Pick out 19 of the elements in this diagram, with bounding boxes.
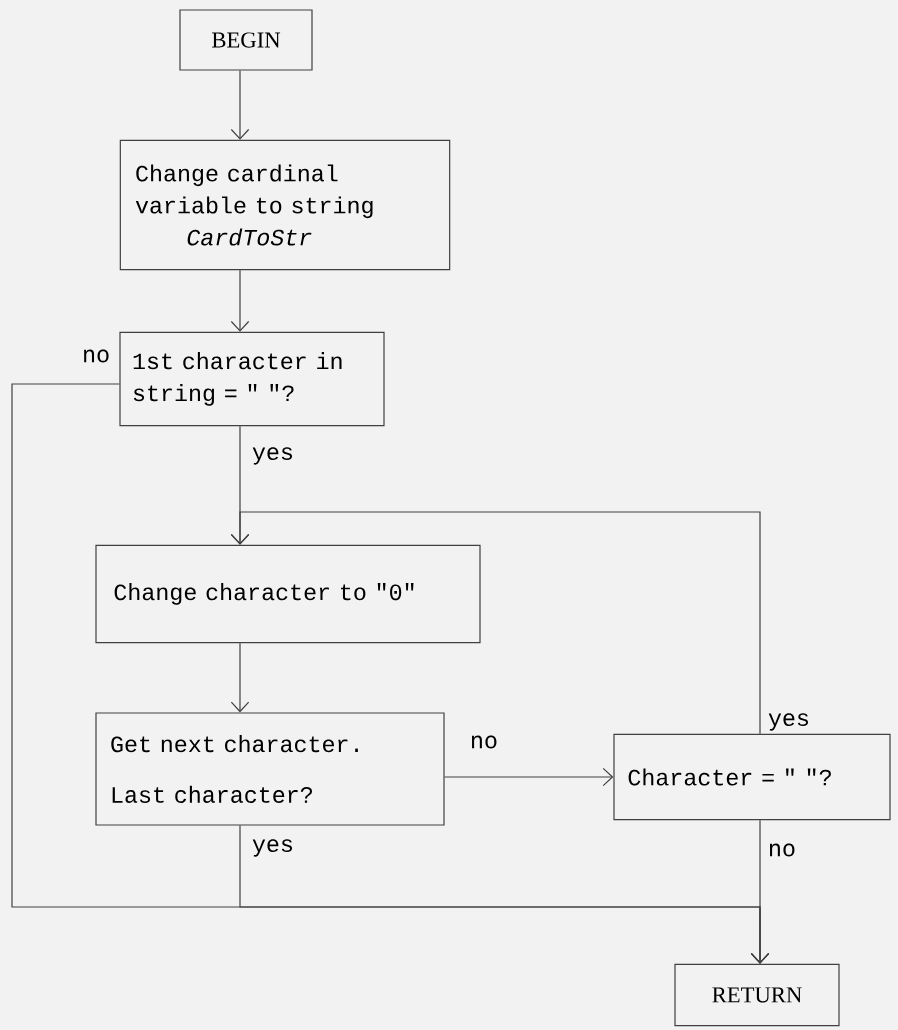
edge-label: yes bbox=[768, 713, 808, 731]
process-box: Change cardinal variable to string CardToStr bbox=[119, 139, 451, 271]
edge-label: no bbox=[770, 843, 795, 857]
decision-box: 1st character in string = " "? bbox=[119, 331, 385, 427]
terminal-box: RETURN bbox=[674, 963, 840, 1027]
arrow bbox=[230, 511, 761, 735]
arrow bbox=[230, 642, 250, 713]
arrow bbox=[444, 767, 614, 787]
edge-label: no bbox=[84, 349, 109, 363]
decision-box: Character = " "? bbox=[613, 733, 891, 821]
arrow bbox=[750, 819, 770, 964]
edge-label: yes bbox=[252, 447, 292, 465]
edge-label: no bbox=[472, 735, 497, 749]
decision-box: Get next character. Last character? bbox=[95, 712, 445, 826]
process-box: Change character to "0" bbox=[95, 544, 481, 644]
terminal-box: BEGIN bbox=[179, 9, 313, 71]
arrow bbox=[230, 70, 250, 140]
arrow bbox=[230, 269, 250, 332]
edge-label: yes bbox=[252, 839, 292, 857]
